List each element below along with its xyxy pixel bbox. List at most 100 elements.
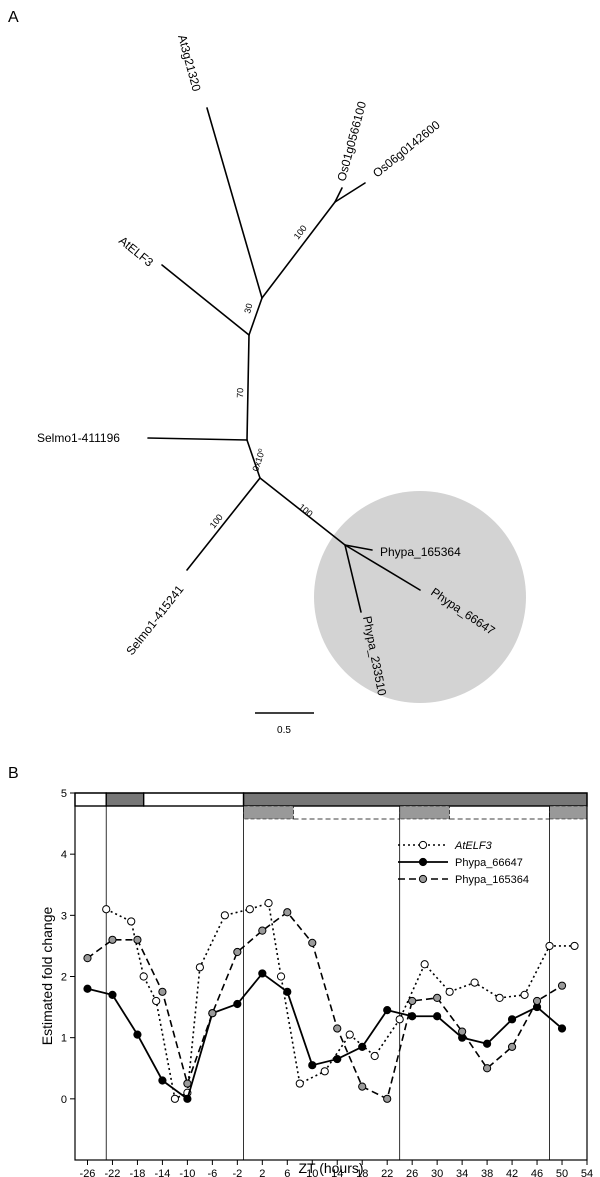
taxon-label: Os01g0566100 — [334, 100, 369, 183]
data-point — [358, 1082, 367, 1091]
data-point — [395, 1015, 404, 1024]
data-point — [308, 1061, 317, 1070]
tree-branch — [186, 477, 261, 571]
legend-marker — [418, 840, 428, 850]
phypa-clade-highlight — [314, 491, 526, 703]
scale-bar-label: 0.5 — [277, 725, 291, 736]
data-point — [220, 911, 229, 920]
data-point — [557, 981, 567, 990]
day-boundary-lines — [105, 806, 550, 1160]
data-point — [264, 899, 273, 908]
data-point — [233, 999, 242, 1009]
legend-label: AtELF3 — [454, 840, 493, 852]
data-point — [83, 984, 92, 993]
data-point — [545, 941, 554, 951]
panel-a-label: A — [8, 9, 19, 26]
taxon-label: Selmo1-411196 — [37, 431, 120, 445]
series-line — [105, 902, 575, 1101]
bootstrap-value: 100 — [208, 512, 225, 530]
tree-branch — [261, 201, 336, 299]
x-tick-label: 46 — [531, 1168, 543, 1177]
series-line — [87, 972, 563, 1101]
data-point — [482, 1064, 492, 1073]
data-point — [458, 1027, 467, 1036]
data-point — [507, 1015, 517, 1024]
data-point — [445, 987, 454, 996]
data-point — [83, 954, 92, 963]
bootstrap-value: 70 — [235, 388, 245, 398]
y-tick-label: 1 — [61, 1033, 67, 1045]
x-tick-label: -10 — [179, 1168, 195, 1177]
data-point — [183, 1079, 192, 1088]
x-tick-label: 10 — [306, 1168, 318, 1177]
data-point — [283, 987, 292, 996]
data-point — [283, 908, 292, 917]
tree-branch — [344, 544, 362, 613]
taxon-label: AtELF3 — [116, 233, 156, 269]
tree-branch — [248, 297, 263, 336]
data-point — [152, 996, 161, 1006]
y-tick-label: 3 — [61, 910, 67, 922]
data-point — [320, 1067, 329, 1076]
y-tick-label: 4 — [61, 849, 67, 861]
legend-marker — [418, 857, 428, 867]
light-bar-top-segment — [74, 792, 107, 807]
data-point — [333, 1054, 342, 1064]
data-point — [358, 1042, 367, 1051]
data-point — [133, 1030, 142, 1039]
data-point — [520, 990, 529, 999]
tree-branch — [334, 187, 343, 203]
data-point — [170, 1094, 180, 1103]
data-point — [482, 1039, 492, 1048]
y-tick-label: 5 — [61, 788, 67, 800]
data-point — [383, 1094, 392, 1103]
tree-branch — [147, 437, 248, 441]
legend-label: Phypa_165364 — [455, 874, 529, 886]
tree-branch — [344, 544, 373, 551]
data-point — [408, 996, 417, 1006]
data-point — [308, 938, 317, 947]
x-tick-label: 54 — [581, 1168, 593, 1177]
x-tick-label: 30 — [431, 1168, 443, 1177]
light-bar-bottom-segment — [243, 805, 294, 820]
data-point — [133, 935, 142, 944]
data-point — [276, 972, 286, 981]
tree-branch — [334, 182, 366, 203]
data-point — [183, 1094, 192, 1103]
light-bar-bottom-segment — [549, 805, 588, 820]
data-point — [139, 972, 148, 981]
data-point — [557, 1024, 567, 1033]
x-tick-label: 26 — [406, 1168, 418, 1177]
tree-branch — [161, 264, 250, 336]
x-tick-label: 2 — [259, 1168, 265, 1177]
bootstrap-value: 0x10⁰ — [250, 447, 267, 472]
x-tick-label: 18 — [356, 1168, 368, 1177]
x-tick-label: -6 — [207, 1168, 217, 1177]
data-point — [108, 990, 117, 999]
x-tick-label: 34 — [456, 1168, 468, 1177]
data-point — [433, 993, 442, 1003]
data-point — [420, 960, 429, 969]
data-point — [370, 1051, 379, 1061]
data-point — [208, 1009, 217, 1018]
tree-branch — [246, 334, 250, 441]
data-point — [102, 905, 111, 914]
panel-b-label: B — [8, 765, 19, 782]
taxon-label: At3g21320 — [175, 33, 204, 93]
data-point — [295, 1079, 304, 1088]
light-bar-bottom-segment — [399, 805, 450, 820]
x-tick-label: 50 — [556, 1168, 568, 1177]
x-tick-label: -2 — [232, 1168, 242, 1177]
data-point — [345, 1030, 354, 1039]
data-point — [470, 978, 479, 987]
taxon-label: Os06g0142600 — [370, 118, 443, 181]
legend-label: Phypa_66647 — [455, 857, 523, 869]
light-bar-top-segment — [142, 792, 245, 807]
data-point — [108, 935, 117, 944]
legend-marker — [418, 874, 428, 884]
tree-panel: At3g21320 Os01g0566100 Os06g0142600 AtEL… — [37, 33, 526, 736]
tree-branch — [206, 107, 263, 299]
